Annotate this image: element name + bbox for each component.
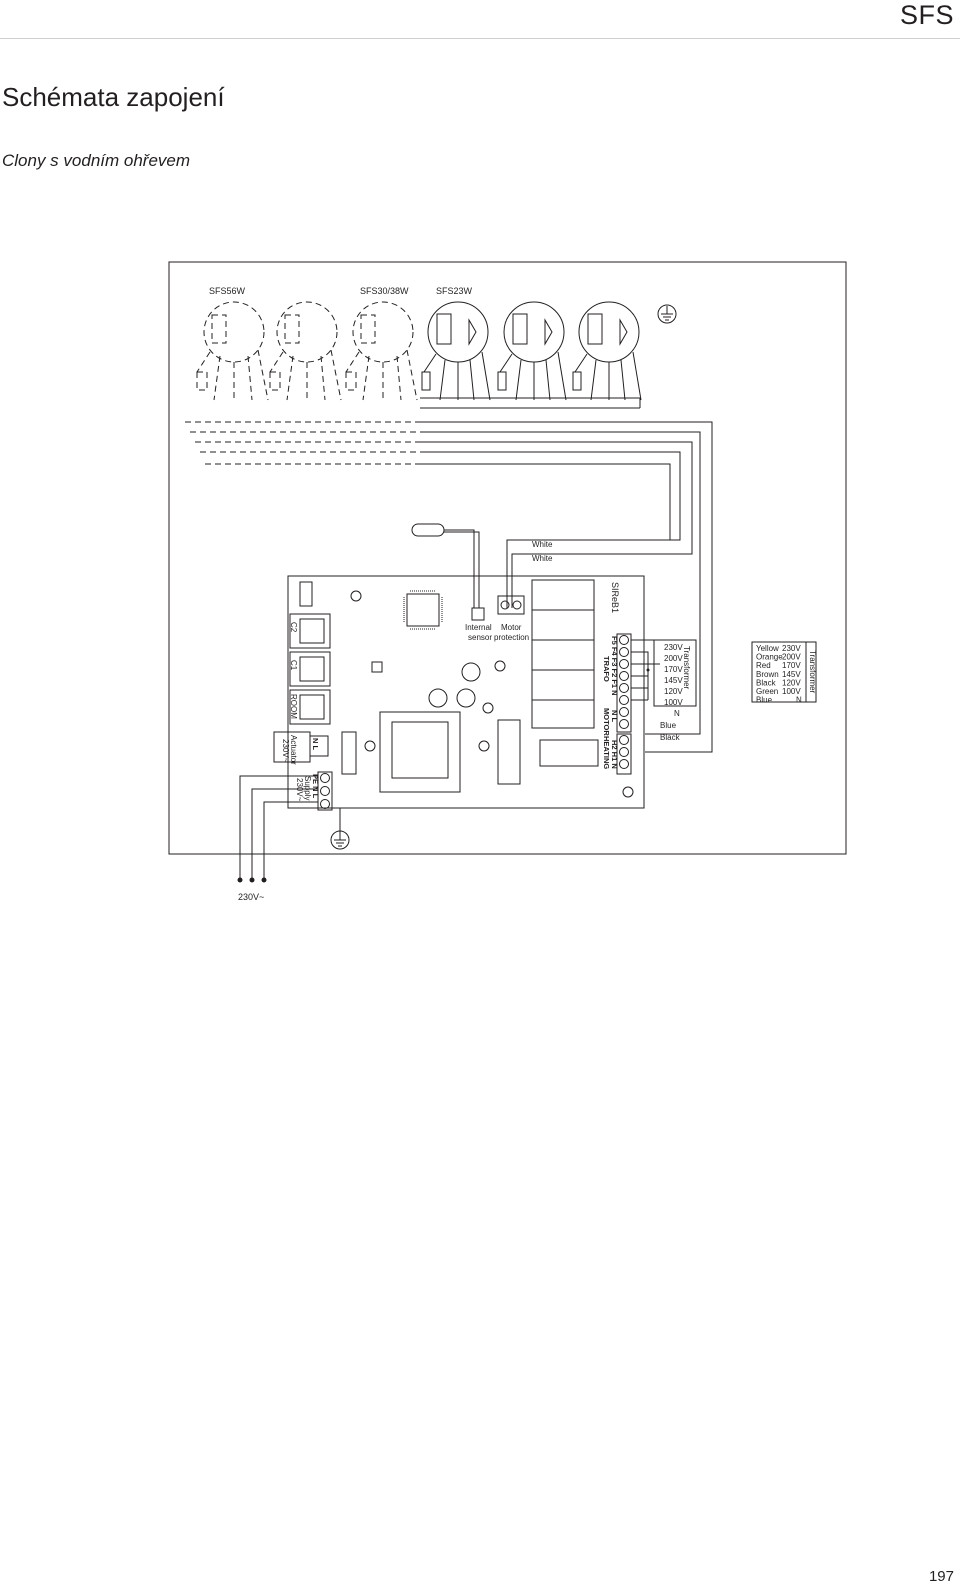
port-c2 [289, 613, 331, 649]
supply-label-1: Supply [303, 776, 312, 800]
legend-color-6: Blue [756, 696, 773, 705]
supply-terminal-labels: PE N L [311, 774, 320, 799]
mains-wiring [237, 775, 341, 883]
transformer-tap-145v: 145V [664, 676, 683, 685]
earth-icon-bottom [330, 830, 350, 850]
port-c1 [289, 651, 331, 687]
legend-voltage-5: 100V [782, 687, 801, 696]
wire-label-white-2: White [532, 554, 553, 563]
mount-hole-1 [350, 590, 362, 602]
port-label-c2: C2 [289, 622, 298, 633]
board-led [371, 661, 383, 673]
page-number: 197 [928, 1568, 954, 1585]
transformer-tap-120v: 120V [664, 687, 683, 696]
supply-label-2: 230V~ [295, 778, 304, 802]
legend-color-4: Black [756, 678, 777, 687]
fan-unit-dashed-2 [269, 301, 342, 401]
relay-block [531, 579, 599, 767]
temperature-probe [411, 523, 692, 608]
motor-protection-label-2: protection [494, 633, 529, 642]
trafo-terminal-labels: F5 F4 F3 F2 F1 N [610, 636, 619, 696]
model-label-sfs30-38w: SFS30/38W [360, 286, 409, 296]
actuator-terminal-block [273, 731, 329, 763]
mount-hole-4 [622, 786, 634, 798]
board-name: SIReB1 [610, 582, 620, 613]
model-label-sfs56w: SFS56W [209, 286, 246, 296]
port-room [289, 689, 331, 725]
transformer-tap-230v: 230V [664, 643, 683, 652]
port-label-c1: C1 [289, 660, 298, 671]
legend-color-2: Red [756, 661, 771, 670]
legend-color-5: Green [756, 687, 778, 696]
transformer-tap-100v: 100V [664, 698, 683, 707]
motor-protection-connector [497, 595, 525, 615]
actuator-label-2: 230V~ [281, 739, 290, 763]
legend-color-0: Yellow [756, 644, 779, 653]
transformer-title-board: Transformer [682, 646, 691, 690]
board-fuse [299, 581, 313, 607]
legend-voltage-3: 145V [782, 670, 801, 679]
right-terminal-strip [616, 633, 632, 775]
actuator-terminal-labels: N L [311, 738, 320, 751]
legend-voltage-6: N [796, 696, 802, 705]
actuator-label-1: Actuator [289, 735, 298, 765]
legend-voltage-4: 120V [782, 678, 801, 687]
internal-sensor-connector [471, 607, 485, 621]
trafo-label: TRAFO [602, 656, 611, 682]
transformer-legend [751, 641, 817, 703]
port-label-room: ROOM [289, 694, 298, 719]
page-title: Schémata zapojení [2, 82, 225, 112]
legend-voltage-2: 170V [782, 661, 801, 670]
brand-header: SFS [899, 0, 954, 30]
microcontroller-chip [406, 593, 440, 627]
motor-protection-label-1: Motor [501, 623, 522, 632]
legend-title: Transformer [808, 650, 817, 694]
wire-label-white-1: White [532, 540, 553, 549]
header-rule [0, 38, 960, 39]
board-transformer [379, 711, 461, 793]
motor-label: MOTOR [602, 708, 611, 736]
mains-label: 230V~ [238, 892, 264, 902]
transformer-tap-170v: 170V [664, 665, 683, 674]
fan-unit-dashed-1 [196, 301, 269, 401]
heating-label: HEATING [602, 736, 611, 769]
fan-unit-dashed-3 [345, 301, 418, 401]
motor-wire-black: Black [660, 733, 681, 742]
control-board [287, 575, 645, 809]
internal-sensor-label-2: sensor [468, 633, 492, 642]
supply-terminal-block [317, 771, 333, 811]
legend-voltage-1: 200V [782, 653, 801, 662]
legend-color-3: Brown [756, 670, 779, 679]
motor-terminal-labels: N L [610, 710, 619, 723]
internal-sensor-label-1: Internal [465, 623, 492, 632]
wiring-diagram: SFS56W SFS30/38W SFS23W [168, 261, 847, 902]
legend-color-1: Orange [756, 653, 783, 662]
mount-hole-3 [478, 740, 490, 752]
heating-terminal-labels: H2 H1 N [610, 740, 619, 769]
page-subtitle: Clony s vodním ohřevem [2, 151, 191, 170]
motor-wire-blue: Blue [660, 721, 677, 730]
model-label-sfs23w: SFS23W [436, 286, 473, 296]
transformer-tap-200v: 200V [664, 654, 683, 663]
transformer-tap-n: N [674, 709, 680, 718]
earth-icon-top [657, 304, 677, 324]
diagram-frame [168, 261, 847, 855]
transformer-taps [631, 639, 697, 707]
bus-lines [185, 397, 713, 753]
mount-hole-2 [364, 740, 376, 752]
fan-unit-2 [497, 301, 567, 401]
legend-voltage-0: 230V [782, 644, 801, 653]
fan-unit-3 [572, 301, 642, 401]
fan-unit-1 [421, 301, 491, 401]
